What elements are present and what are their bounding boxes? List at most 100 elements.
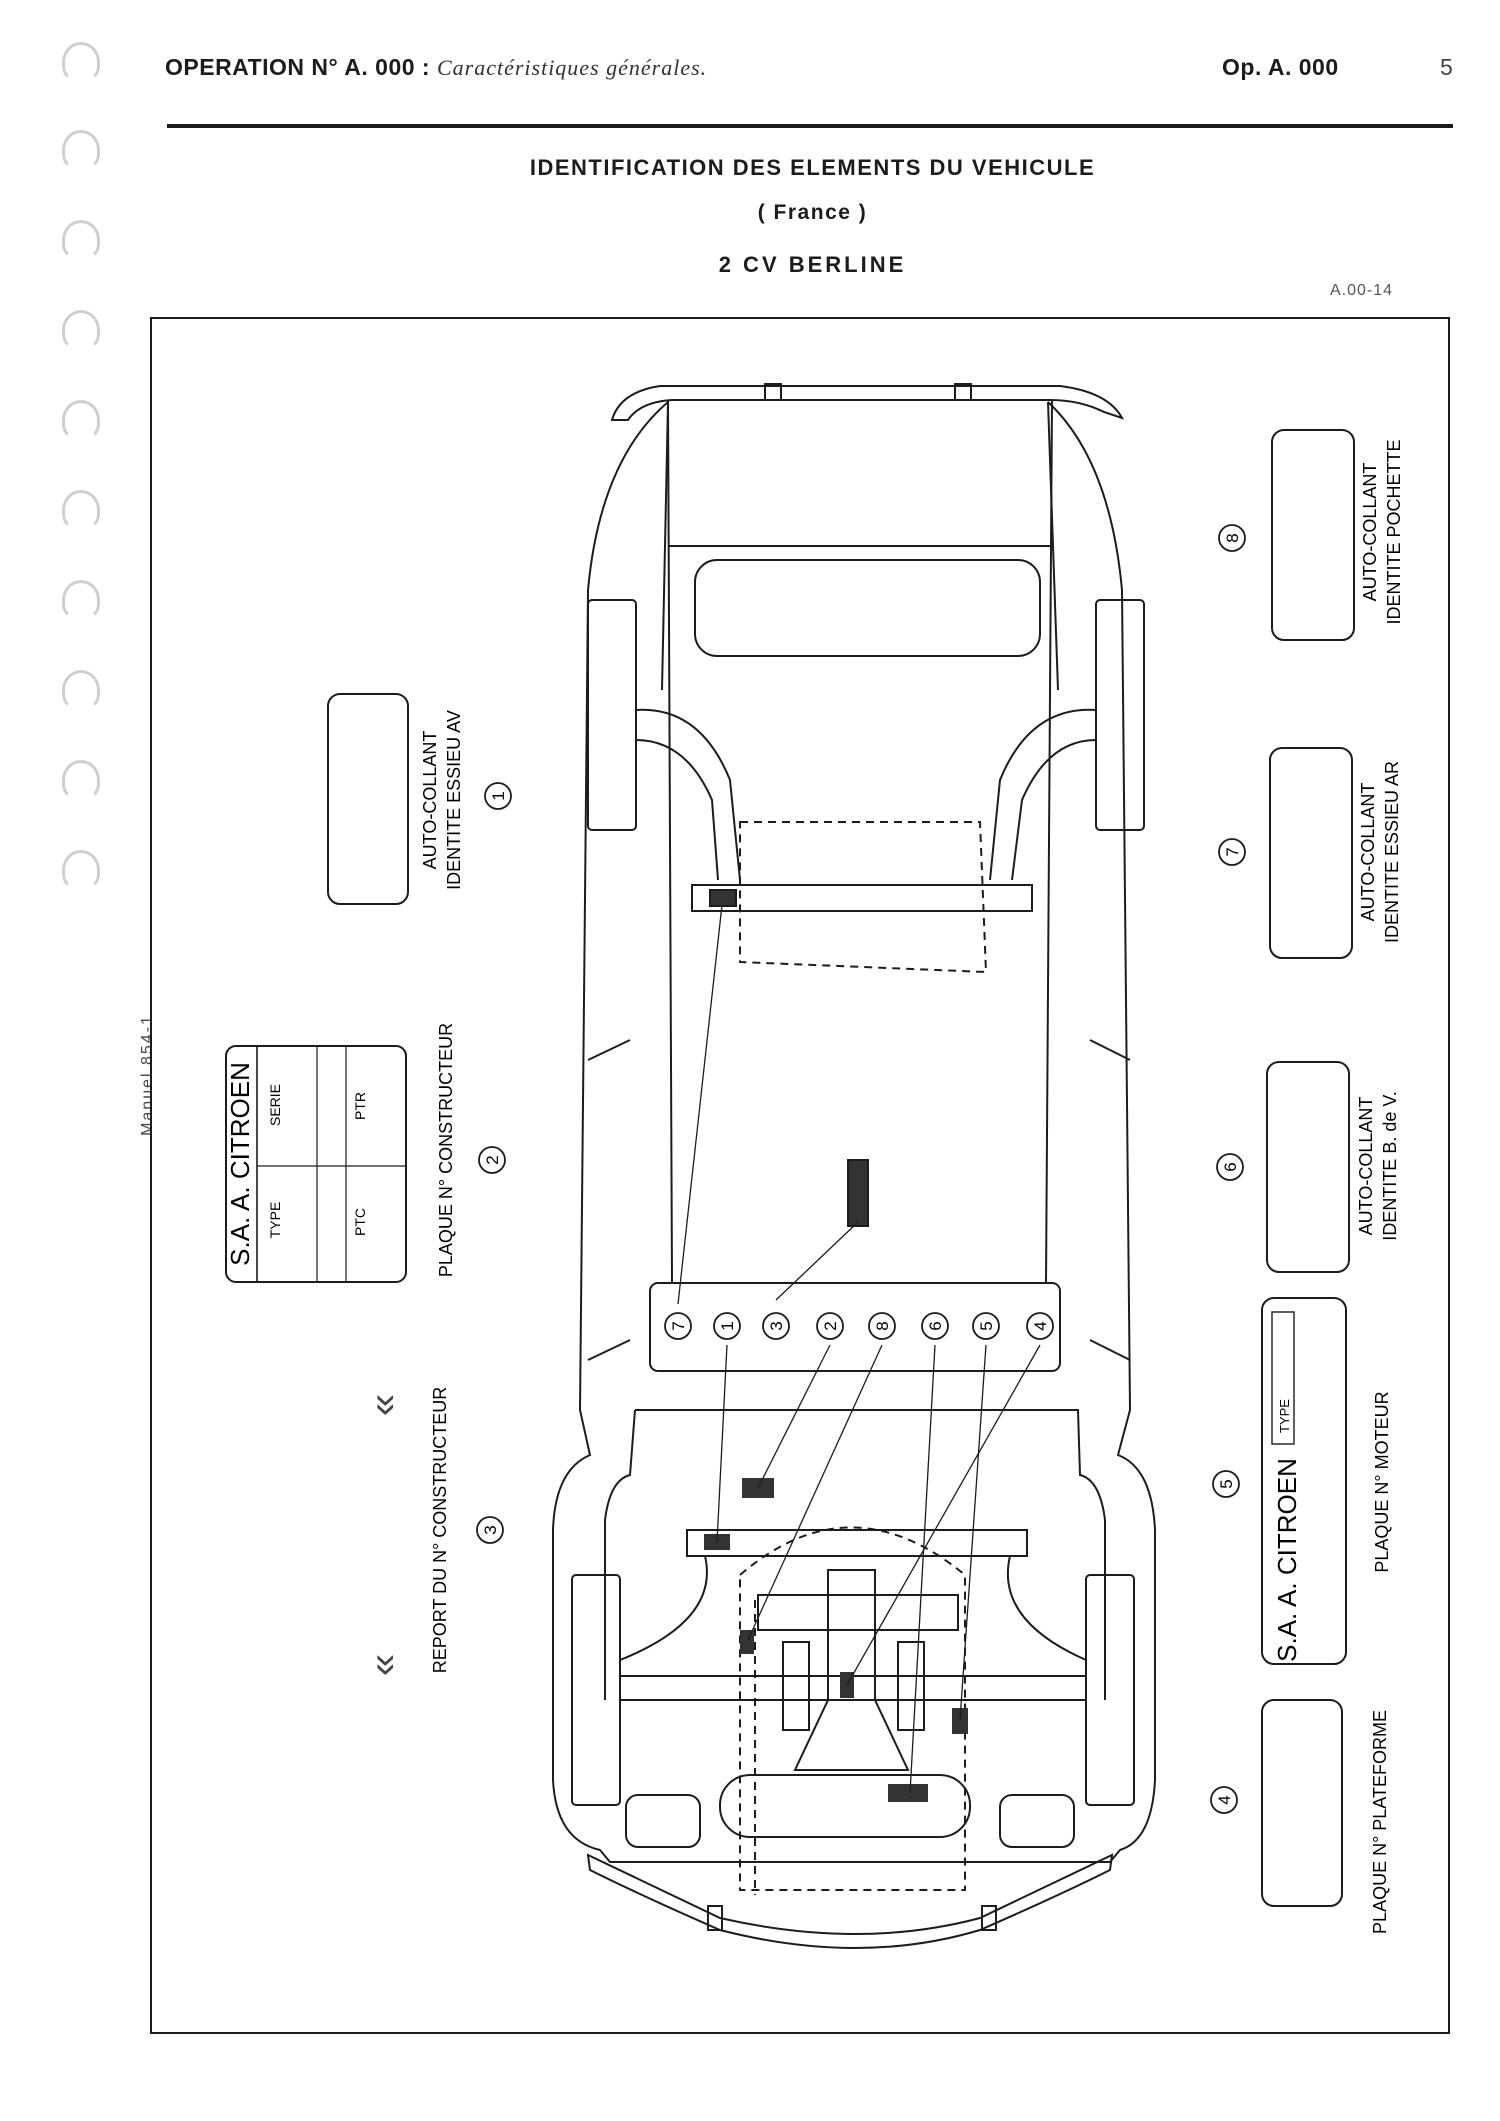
rear-left-wheel <box>587 599 637 831</box>
callout-6-text: AUTO-COLLANT IDENTITE B. de V. <box>1356 1091 1400 1240</box>
left-drive-unit <box>782 1641 810 1731</box>
engine-plate-brand: S.A. A. CITROEN <box>1272 1458 1302 1662</box>
title-country: ( France ) <box>757 201 868 224</box>
callout-1-number: 1 <box>484 782 512 810</box>
dashboard-index-circles: 7 1 3 2 8 6 5 4 <box>664 1312 1054 1340</box>
arrow-chevron: « <box>361 1654 405 1676</box>
callout-3-number: 3 <box>476 1516 504 1544</box>
front-bumper <box>586 1853 1114 1949</box>
rear-bumper <box>610 385 1125 421</box>
binder-hole <box>62 760 100 800</box>
callout-6-line1: AUTO-COLLANT <box>1356 1097 1376 1236</box>
binder-hole <box>62 850 100 890</box>
index-circle: 8 <box>873 1321 892 1330</box>
tag-gearbox-side <box>740 1630 754 1654</box>
page-header-operation: OPERATION N° A. 000 : Caractéristiques g… <box>165 54 707 81</box>
index-circle: 2 <box>821 1321 840 1330</box>
index-circle: 7 <box>669 1321 688 1330</box>
svg-text:5: 5 <box>1217 1479 1236 1488</box>
binder-hole <box>62 310 100 350</box>
callout-6-line2: IDENTITE B. de V. <box>1380 1091 1400 1240</box>
svg-text:7: 7 <box>1223 847 1242 856</box>
callout-8-line2: IDENTITE POCHETTE <box>1384 439 1404 624</box>
binder-hole <box>62 130 100 170</box>
tag-constructor-report <box>847 1159 869 1227</box>
tag-engine-side <box>952 1708 968 1734</box>
svg-text:1: 1 <box>489 791 508 800</box>
callout-6-number: 6 <box>1216 1153 1244 1181</box>
op-reference: Op. A. 000 <box>1222 54 1339 80</box>
svg-text:4: 4 <box>1215 1795 1234 1804</box>
front-bumper-bracket <box>981 1905 997 1931</box>
callout-1-line2: IDENTITE ESSIEU AV <box>444 710 464 890</box>
constructor-plate-ptc: PTC <box>352 1208 368 1236</box>
binder-hole <box>62 670 100 710</box>
leader-lines <box>677 904 1041 1794</box>
gearbox <box>793 1569 910 1771</box>
svg-text:6: 6 <box>1221 1162 1240 1171</box>
arrow-chevron: « <box>361 1394 405 1416</box>
front-left-wheel <box>571 1574 621 1806</box>
callout-4-line1: PLAQUE N° PLATEFORME <box>1370 1710 1390 1934</box>
callout-7-line1: AUTO-COLLANT <box>1358 783 1378 922</box>
rear-left-arm <box>635 708 741 881</box>
figure-reference: A.00-14 <box>1330 282 1394 299</box>
binder-hole <box>62 490 100 530</box>
index-circle: 6 <box>926 1321 945 1330</box>
engine-block <box>719 1774 971 1838</box>
constructor-plate-ptr: PTR <box>352 1092 368 1120</box>
main-title: IDENTIFICATION DES ELEMENTS DU VEHICULE <box>529 155 1096 180</box>
constructor-plate-brand: S.A. A. CITROEN <box>225 1062 255 1266</box>
label-box-pochette <box>1271 429 1355 641</box>
callout-1-text: AUTO-COLLANT IDENTITE ESSIEU AV <box>420 710 464 890</box>
rear-right-wheel <box>1095 599 1145 831</box>
binder-hole <box>62 220 100 260</box>
label-box-rear-axle <box>1269 747 1353 959</box>
constructor-plate-type: TYPE <box>267 1202 283 1239</box>
label-box-front-axle <box>327 693 409 905</box>
engine-outline-dashed <box>739 1526 966 1891</box>
rear-window <box>694 559 1041 657</box>
callout-2-number: 2 <box>478 1146 506 1174</box>
body-outline <box>552 401 1156 1863</box>
operation-label: OPERATION N° A. 000 : <box>165 54 431 80</box>
callout-2-line1: PLAQUE N° CONSTRUCTEUR <box>436 1023 456 1277</box>
front-right-wheel <box>1085 1574 1135 1806</box>
callout-5-line1: PLAQUE N° MOTEUR <box>1372 1391 1392 1572</box>
front-right-light <box>999 1794 1075 1848</box>
callout-8-number: 8 <box>1218 524 1246 552</box>
front-cowl <box>604 1409 1106 1700</box>
engine-plate: S.A. A. CITROEN TYPE <box>1261 1297 1347 1665</box>
header-rule <box>167 124 1453 128</box>
index-circle: 3 <box>767 1321 786 1330</box>
front-suspension-arms <box>619 1555 1087 1661</box>
page-number: 5 <box>1440 54 1454 80</box>
svg-text:2: 2 <box>483 1155 502 1164</box>
dashboard-strip <box>649 1282 1061 1372</box>
callout-8-line1: AUTO-COLLANT <box>1360 463 1380 602</box>
callout-5-number: 5 <box>1212 1470 1240 1498</box>
callout-4-number: 4 <box>1210 1786 1238 1814</box>
right-drive-unit <box>897 1641 925 1731</box>
rear-pillars <box>661 401 1059 691</box>
callout-7-line2: IDENTITE ESSIEU AR <box>1382 761 1402 943</box>
diagram-frame <box>150 317 1450 2034</box>
rear-axle <box>691 884 1033 912</box>
rear-right-arm <box>989 708 1097 881</box>
engine-plate-type: TYPE <box>1277 1399 1292 1433</box>
rear-bumper-bracket <box>954 383 972 401</box>
rear-floor-outline <box>739 821 988 974</box>
index-circle: 1 <box>718 1321 737 1330</box>
svg-text:8: 8 <box>1223 533 1242 542</box>
callout-3-line1: REPORT DU N° CONSTRUCTEUR <box>430 1387 450 1674</box>
rear-bumper-bracket <box>764 383 782 401</box>
index-circle: 5 <box>977 1321 996 1330</box>
constructor-plate-serie: SERIE <box>267 1084 283 1126</box>
label-box-gearbox <box>1266 1061 1350 1273</box>
title-model: 2 CV BERLINE <box>718 252 907 277</box>
svg-text:3: 3 <box>481 1525 500 1534</box>
binder-hole <box>62 580 100 620</box>
callout-8-text: AUTO-COLLANT IDENTITE POCHETTE <box>1360 439 1404 624</box>
constructor-plate: S.A. A. CITROEN TYPE SERIE PTC PTR <box>225 1045 407 1283</box>
